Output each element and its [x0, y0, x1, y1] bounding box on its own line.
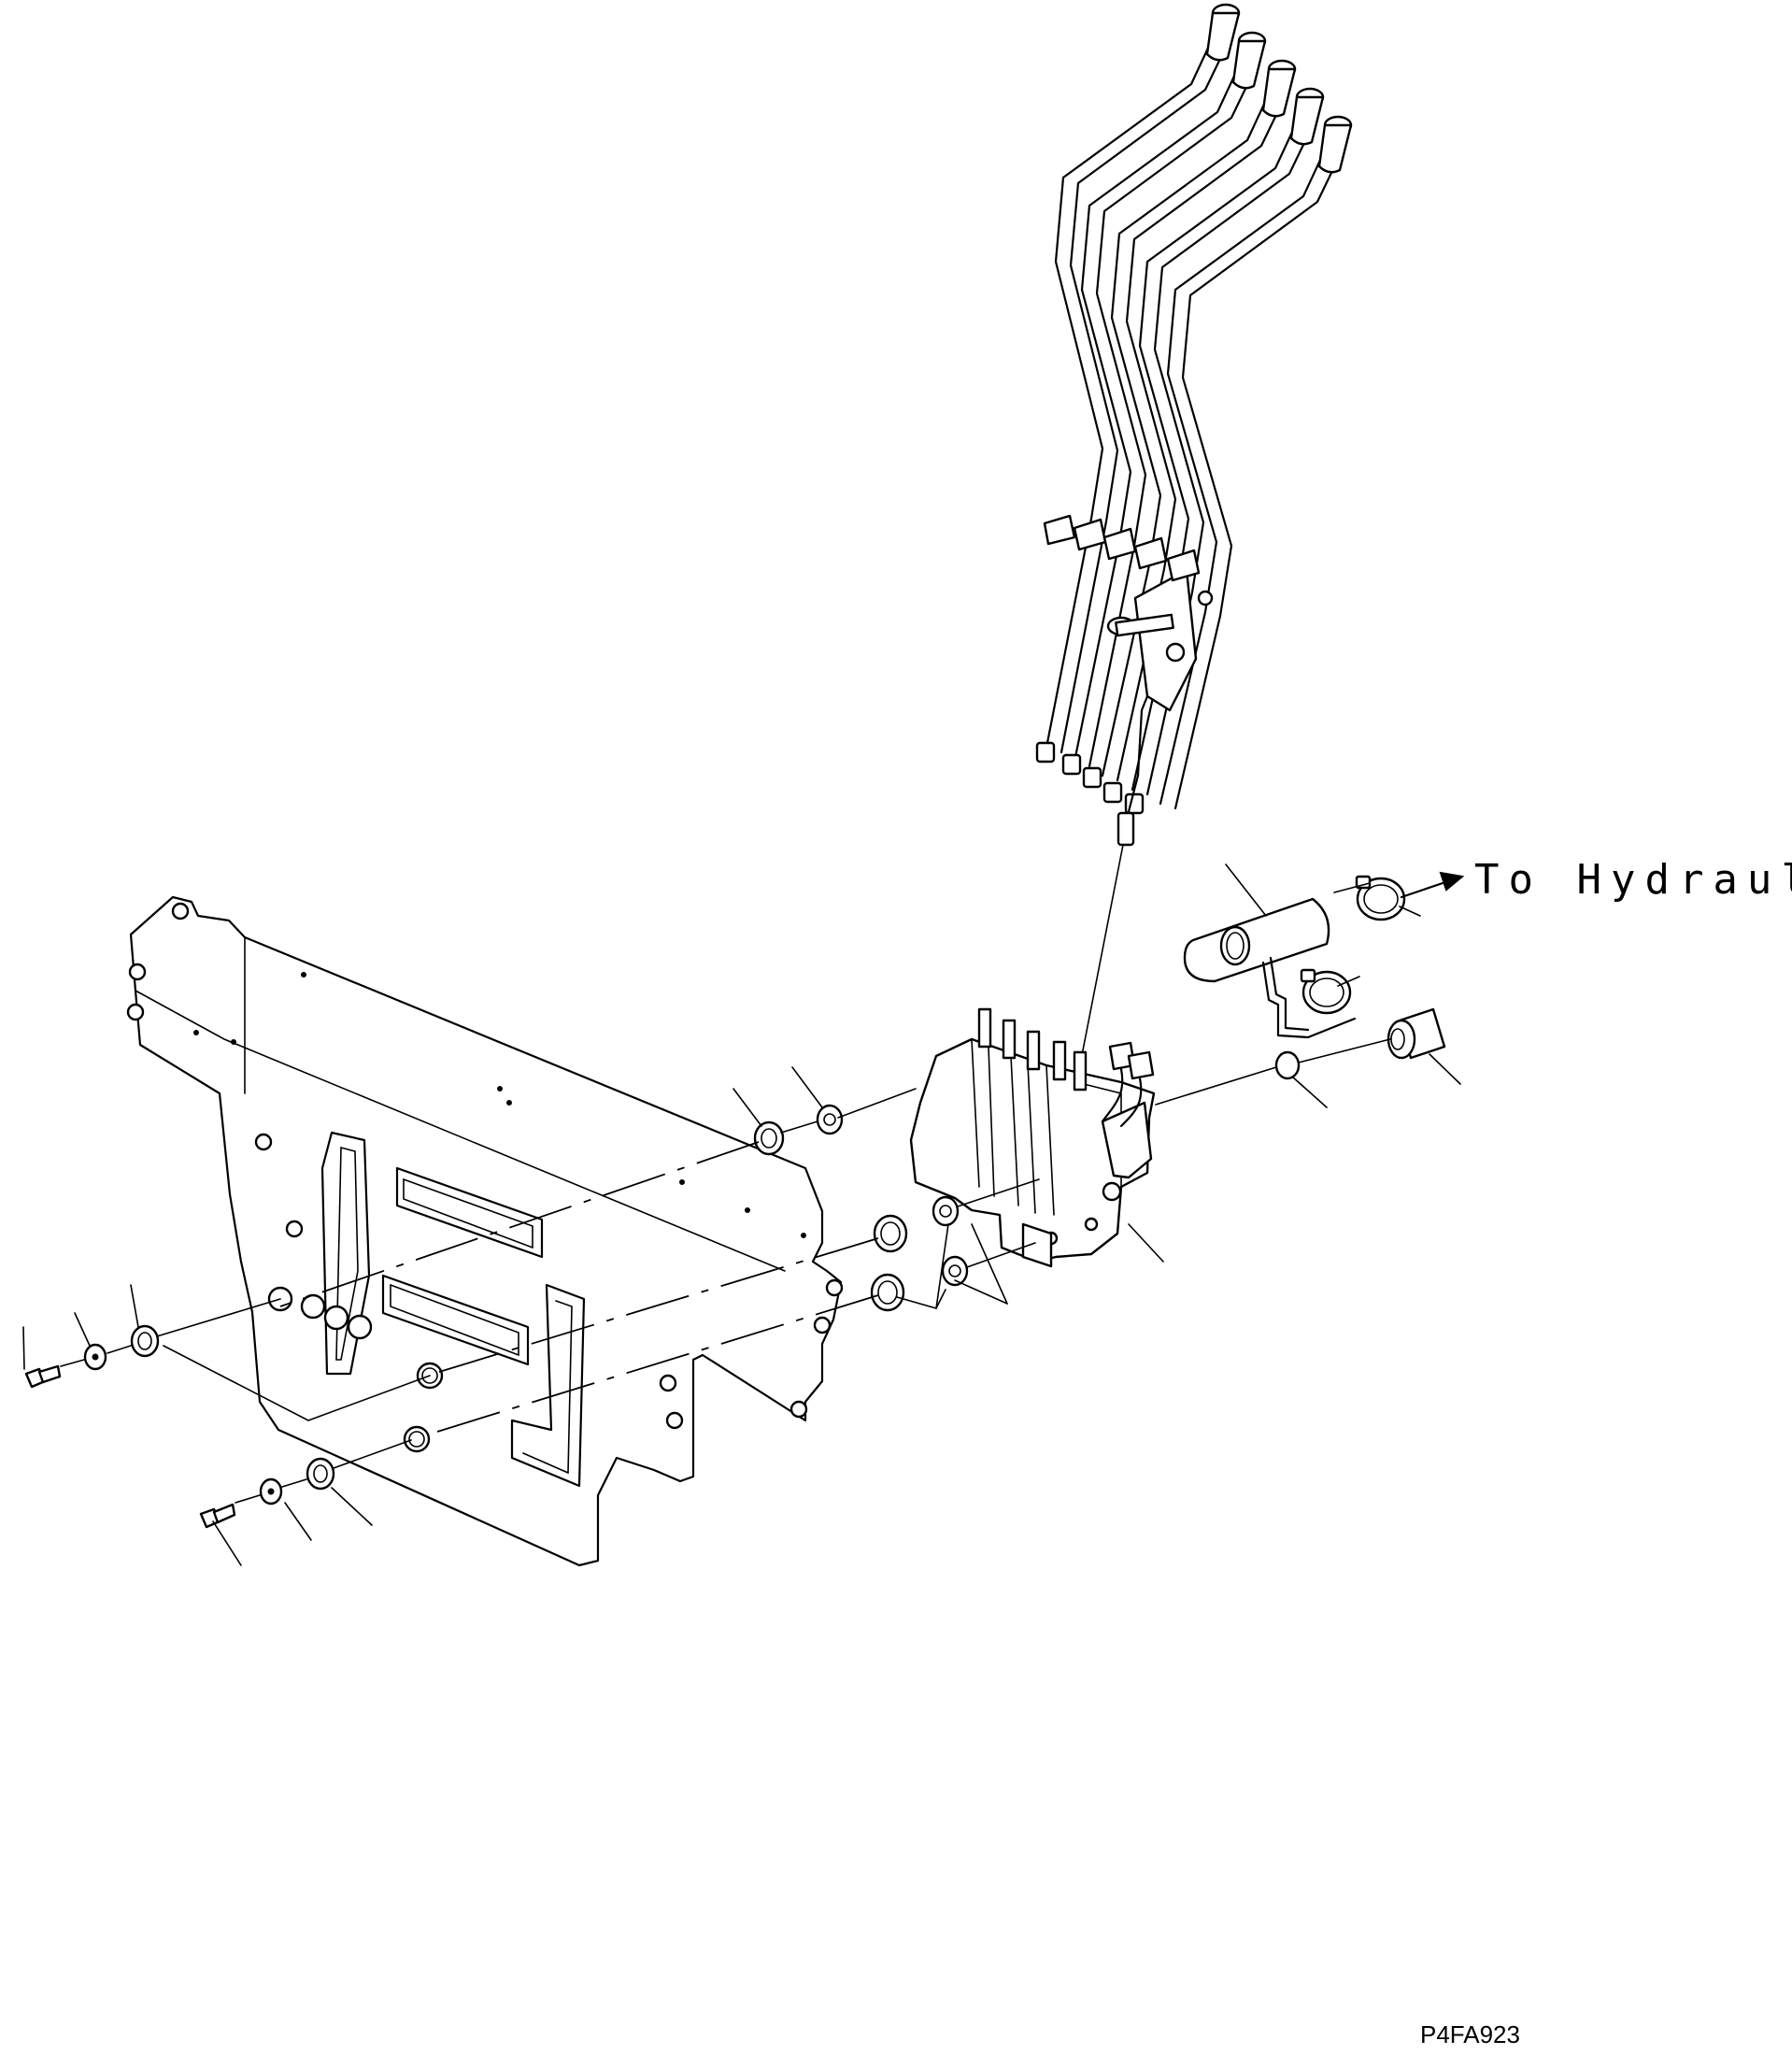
lever-rod-ends	[1035, 741, 1145, 815]
lever-knob	[1289, 87, 1325, 146]
flange-nut	[932, 1195, 960, 1227]
return-hose	[1183, 897, 1357, 1039]
bolt-washer-set-lower	[199, 1457, 335, 1529]
assembly-lines	[60, 882, 1391, 1504]
seal-washer	[870, 1273, 905, 1312]
lever-knob	[1261, 59, 1297, 118]
pressure-fitting	[1387, 1007, 1446, 1060]
hose-clamp	[1355, 875, 1406, 921]
lever-pivot-row	[1043, 514, 1214, 607]
seal-washer	[753, 1120, 785, 1156]
mounting-plate	[126, 895, 844, 1567]
lever-knob	[1317, 115, 1353, 174]
lever-knob	[1231, 31, 1267, 90]
control-valve-block	[909, 1007, 1156, 1268]
lever-knob	[1205, 3, 1241, 62]
control-lever-assembly	[1035, 3, 1353, 847]
hose-clamp	[1300, 968, 1352, 1015]
o-ring	[1274, 1050, 1301, 1080]
hydraulic-tank-callout: To Hydraulic Tank	[1474, 856, 1792, 904]
flange-nut	[941, 1255, 969, 1287]
drawing-code: P4FA923	[1420, 2020, 1520, 2048]
seal-washer	[873, 1214, 908, 1253]
leader-lines	[22, 863, 1461, 1566]
bolt-washer-set-upper	[24, 1324, 160, 1389]
flange-nut	[816, 1104, 844, 1135]
